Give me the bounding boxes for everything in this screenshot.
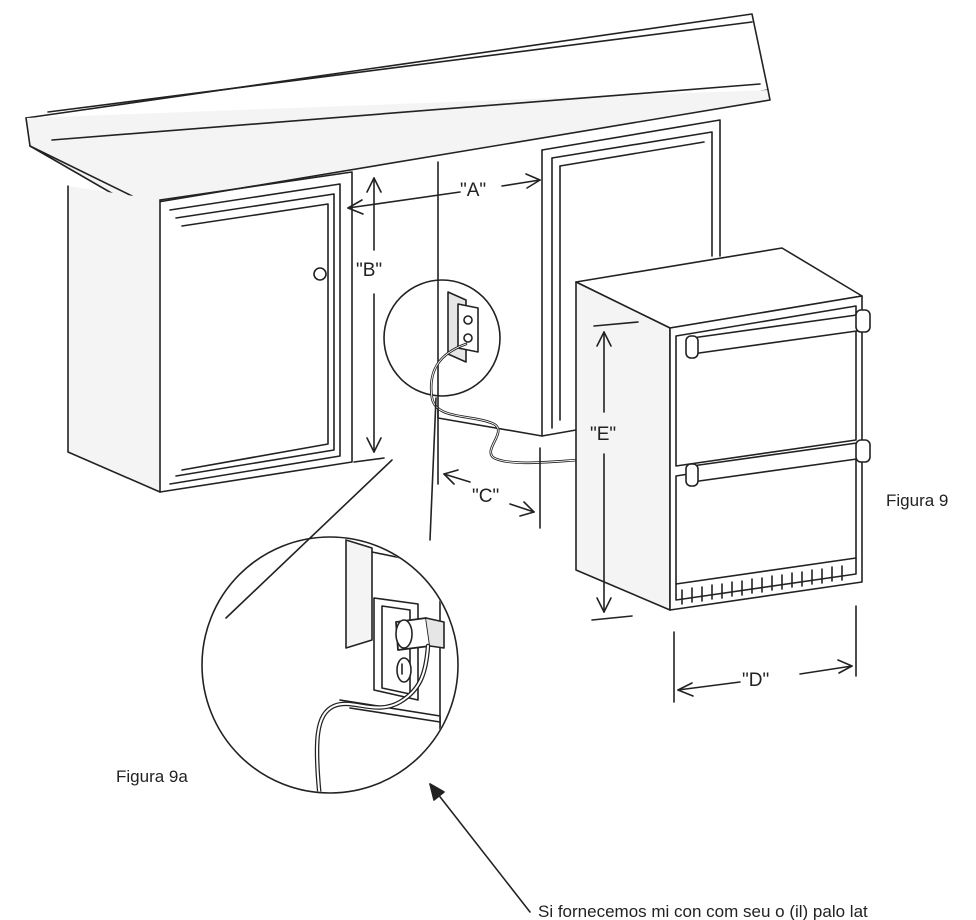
dimension-b: [353, 177, 385, 463]
detail-circle: [201, 536, 459, 794]
upper-drawer-handle: [685, 309, 871, 359]
dimension-e-label: "E": [590, 424, 616, 445]
left-cabinet: [67, 171, 353, 493]
dimension-c-label: "C": [472, 486, 499, 507]
magnifier-leader-lines: [225, 397, 437, 619]
dimension-d: [673, 605, 857, 703]
lower-drawer-handle: [685, 439, 871, 487]
dimension-a: [347, 173, 541, 215]
countertop: [25, 13, 771, 207]
note-arrow: [429, 783, 531, 913]
dimension-e: [591, 321, 639, 621]
installation-note: Si fornecemos mi con com seu o (il) palo…: [538, 902, 868, 920]
figure-detail-caption: Figura 9a: [116, 767, 188, 786]
dimension-b-label: "B": [356, 260, 382, 281]
drawer-appliance: [575, 247, 863, 611]
detail-magnifier-circle: [383, 279, 501, 397]
right-cabinet: [541, 119, 721, 437]
dimension-a-label: "A": [460, 180, 486, 201]
cabinet-knob-icon: [313, 267, 327, 281]
dimension-d-label: "D": [742, 670, 769, 691]
figure-main-caption: Figura 9: [886, 491, 948, 510]
power-cord: [429, 342, 580, 465]
dimension-c: [437, 407, 541, 529]
wall-outlet: [447, 291, 479, 363]
cabinet-opening: [437, 161, 543, 437]
